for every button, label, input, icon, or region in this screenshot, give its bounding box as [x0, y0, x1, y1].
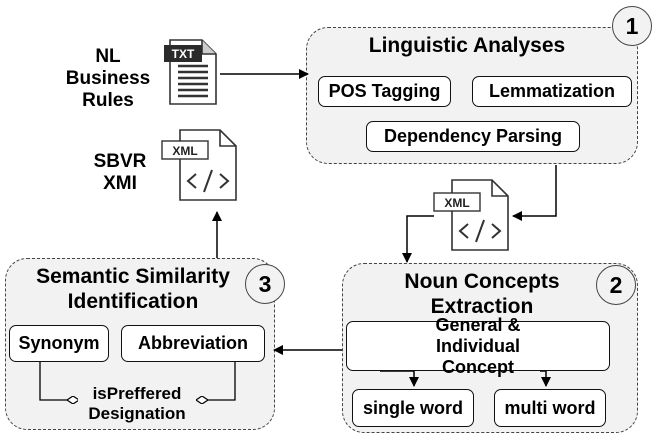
stage3-badge: 3 [245, 264, 285, 304]
arrow-concept-to-multi [540, 370, 551, 387]
output-label: SBVR XMI [93, 151, 147, 194]
single-word-box: single word [352, 389, 474, 427]
lemmatization-box: Lemmatization [472, 76, 632, 107]
synonym-box: Synonym [9, 325, 109, 362]
middle-xml-file-label: XML [444, 196, 469, 210]
arrow-stage1-to-xml [512, 165, 557, 221]
txt-file-icon: TXT [164, 39, 217, 105]
stage1-title: Linguistic Analyses [368, 34, 566, 57]
stage3-title: Semantic Similarity Identification [36, 265, 230, 313]
stage2-badge: 2 [596, 265, 636, 305]
xml-file-label: XML [172, 144, 197, 158]
xml-file-icon: XML [161, 129, 237, 201]
stage1-badge: 1 [612, 6, 652, 46]
stage2-title: Noun Concepts Extraction [404, 270, 560, 318]
association-abbreviation [197, 362, 236, 400]
multi-word-box: multi word [494, 389, 606, 427]
association-synonym [39, 362, 78, 400]
xml-file-icon: XML [433, 179, 509, 251]
pos-tagging-box: POS Tagging [318, 76, 451, 107]
input-label: NL Business Rules [65, 46, 151, 111]
arrow-xml-to-stage2 [402, 215, 434, 263]
is-preferred-designation-label: isPreffered Designation [78, 384, 196, 424]
txt-file-label: TXT [172, 47, 195, 61]
arrow-concept-to-single [380, 370, 419, 387]
abbreviation-box: Abbreviation [121, 325, 265, 362]
dependency-parsing-box: Dependency Parsing [366, 121, 580, 152]
general-individual-concept-box: General & Individual Concept [346, 315, 610, 377]
